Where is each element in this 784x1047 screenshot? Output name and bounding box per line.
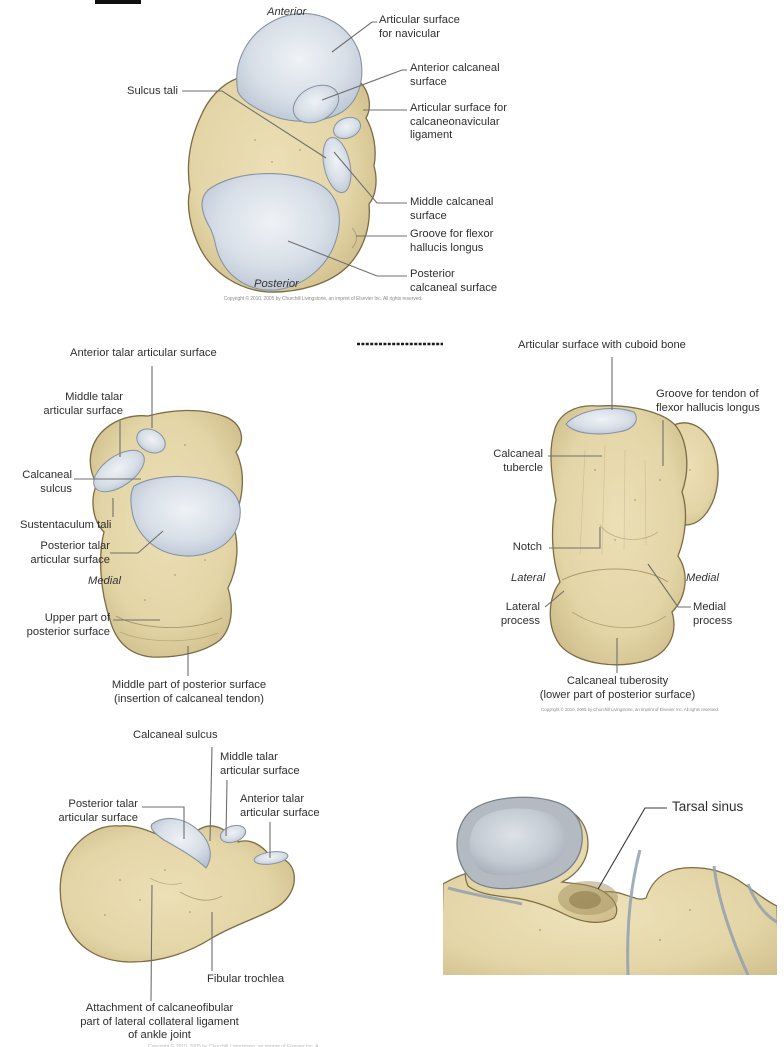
- calcaneus-lateral-body: [59, 825, 295, 963]
- copyright-line-talus: Copyright © 2010, 2005 by Churchill Livi…: [223, 296, 423, 302]
- label-middle-calcaneal-surface: Middle calcaneal surface: [410, 196, 494, 222]
- cuboid-articular-surface: [565, 407, 637, 435]
- label-middle-posterior-surface: Middle part of posterior surface (insert…: [111, 679, 267, 705]
- calcaneus-lateral-illustration: [59, 817, 295, 963]
- label-lateral-process: Lateral process: [500, 601, 540, 627]
- label-calcaneal-sulcus-lateral: Calcaneal sulcus: [133, 729, 218, 741]
- label-calcaneal-tubercle: Calcaneal tubercle: [493, 448, 543, 474]
- label-upper-posterior-surface: Upper part of posterior surface: [26, 612, 110, 638]
- label-calcaneal-tuberosity: Calcaneal tuberosity (lower part of post…: [539, 675, 696, 701]
- direction-label-lateral: Lateral: [511, 572, 546, 584]
- direction-label-medial-right: Medial: [686, 572, 719, 584]
- label-tarsal-sinus: Tarsal sinus: [672, 799, 744, 814]
- label-anterior-calcaneal-surface: Anterior calcaneal surface: [410, 62, 500, 88]
- label-fibular-trochlea: Fibular trochlea: [207, 973, 285, 985]
- copyright-line-posterior: Copyright © 2010, 2005 by Churchill Livi…: [541, 707, 719, 712]
- label-articular-surface-navicular: Articular surface for navicular: [379, 14, 460, 40]
- label-posterior-talar-articular: Posterior talar articular surface: [30, 540, 110, 566]
- label-sulcus-tali: Sulcus tali: [127, 85, 178, 97]
- label-middle-talar-articular: Middle talar articular surface: [43, 391, 123, 417]
- foot-bones: [443, 796, 777, 975]
- label-calcaneofibular-attachment: Attachment of calcaneofibular part of la…: [80, 1002, 239, 1041]
- label-calcaneal-sulcus: Calcaneal sulcus: [22, 469, 72, 495]
- calcaneus-posterior-illustration: [549, 405, 719, 666]
- label-sustentaculum-tali: Sustentaculum tali: [20, 519, 112, 531]
- label-posterior-calcaneal-surface: Posterior calcaneal surface: [410, 268, 498, 294]
- tarsal-sinus-illustration: [443, 796, 777, 975]
- label-anterior-talar-lateral: Anterior talar articular surface: [240, 793, 320, 819]
- talus-inferior-illustration: [187, 13, 377, 293]
- direction-label-medial: Medial: [88, 575, 121, 587]
- direction-label-anterior: Anterior: [267, 6, 307, 18]
- label-middle-talar-lateral: Middle talar articular surface: [220, 751, 300, 777]
- label-posterior-talar-lateral: Posterior talar articular surface: [58, 798, 138, 824]
- label-groove-tendon-fhl: Groove for tendon of flexor hallucis lon…: [656, 388, 760, 414]
- talar-trochlea-cap: [456, 796, 583, 890]
- label-anterior-talar-articular: Anterior talar articular surface: [70, 347, 217, 359]
- label-articular-cuboid: Articular surface with cuboid bone: [518, 339, 686, 351]
- label-medial-process: Medial process: [693, 601, 733, 627]
- copyright-line-partial: Copyright © 2010, 2005 by Churchill Livi…: [148, 1044, 318, 1047]
- direction-label-posterior: Posterior: [254, 278, 299, 290]
- label-calcaneonavicular-ligament: Articular surface for calcaneonavicular …: [410, 102, 507, 141]
- label-notch: Notch: [512, 541, 542, 553]
- label-groove-flexor-hallucis: Groove for flexor hallucis longus: [410, 228, 494, 254]
- top-left-rule: [95, 0, 141, 4]
